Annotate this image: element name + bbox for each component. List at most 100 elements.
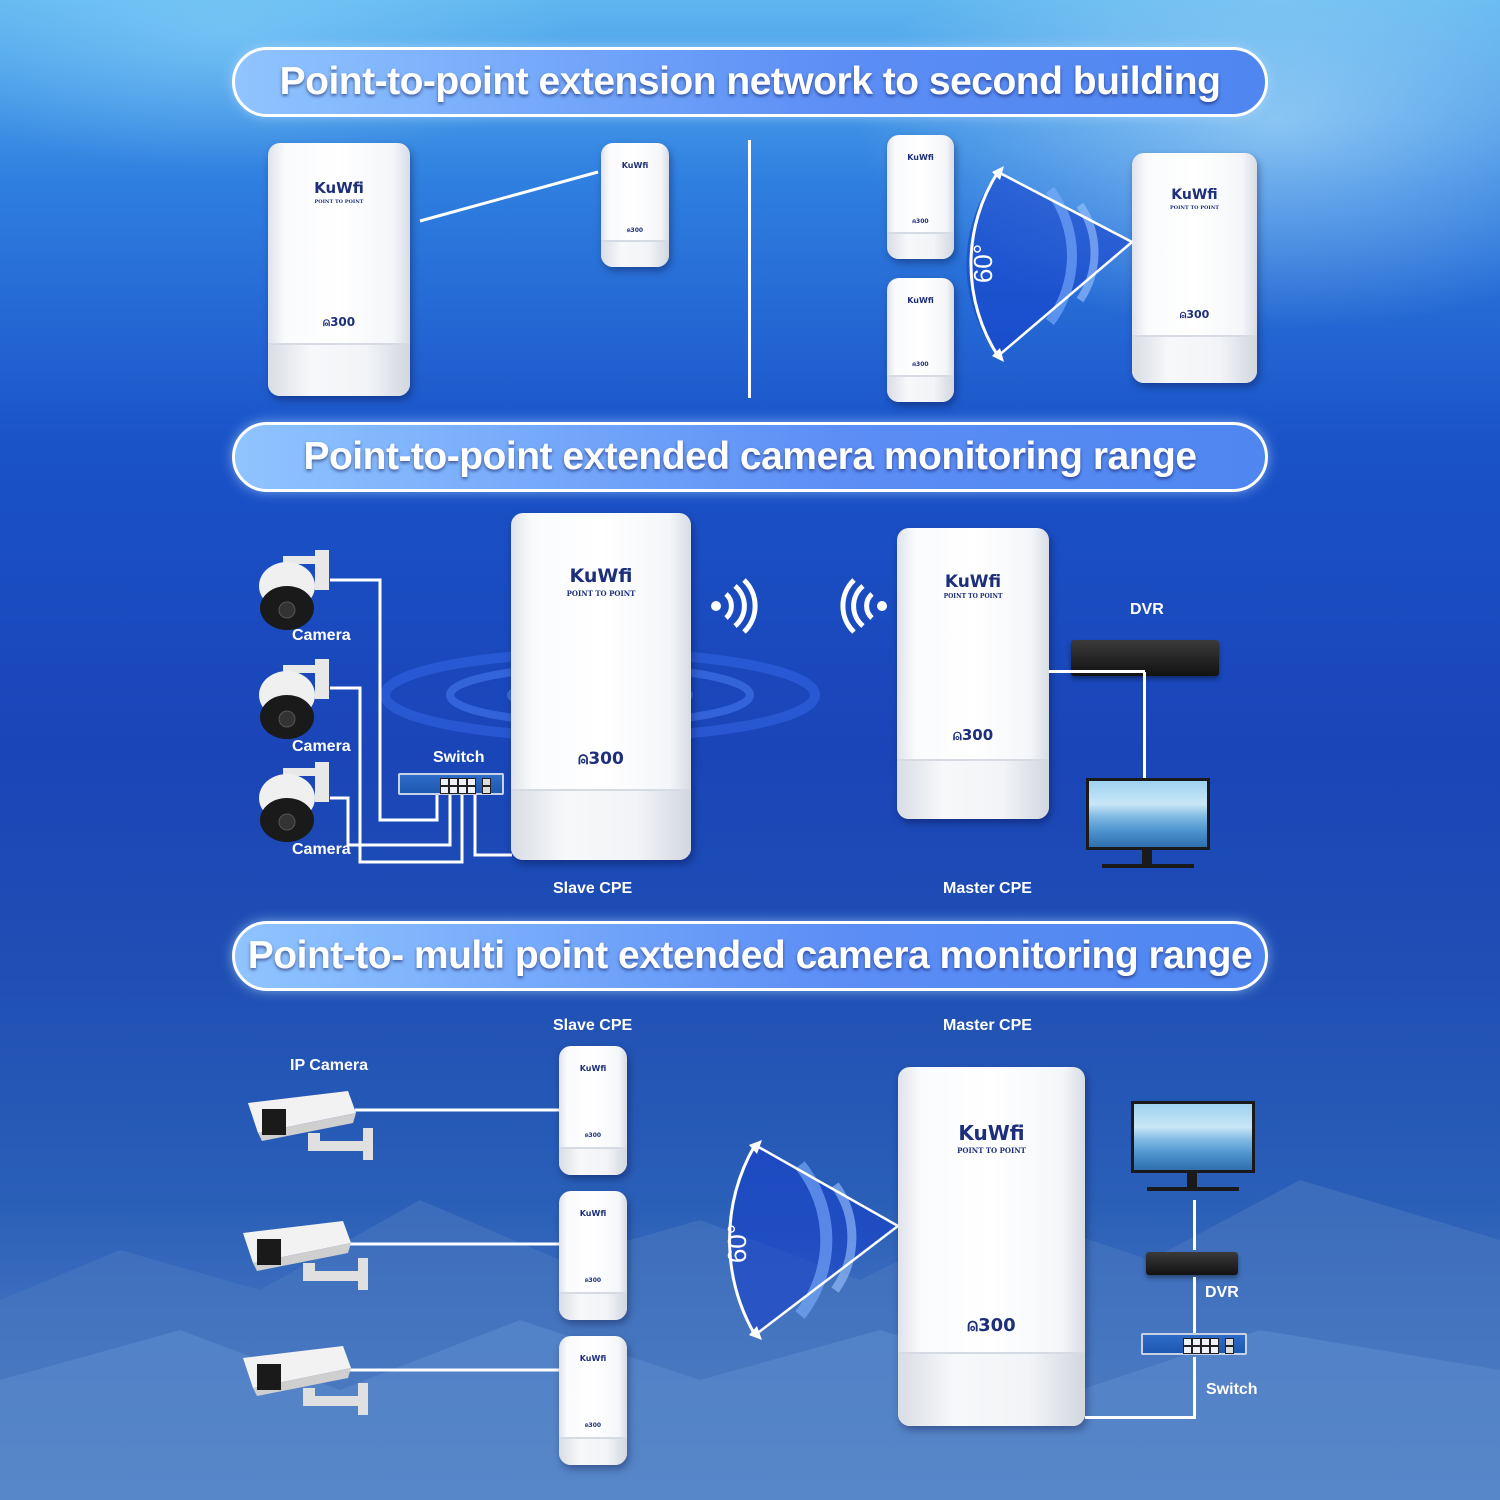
antenna-icon: ⍝ — [322, 315, 331, 329]
cpe-rate: ⍝300 — [1132, 308, 1257, 322]
cpe-rate: ⍝300 — [559, 1277, 627, 1285]
camera-label: Camera — [292, 841, 351, 858]
cpe-base — [887, 375, 954, 402]
cpe-rate-value: 300 — [588, 1277, 602, 1284]
cpe-base — [897, 758, 1049, 819]
cpe-rate-value: 300 — [916, 218, 929, 225]
cpe-rate: ⍝300 — [511, 749, 691, 769]
cpe-brand: KuWfi — [907, 153, 934, 162]
cpe-rate-value: 300 — [330, 315, 356, 329]
poe-switch — [398, 773, 504, 795]
antenna-icon: ⍝ — [912, 218, 917, 225]
wifi-signal-icon — [840, 578, 887, 634]
cpe-rate-value: 300 — [978, 1315, 1016, 1336]
cpe-base — [601, 240, 669, 267]
ptz-camera-icon — [259, 762, 329, 842]
cpe-rate: ⍝300 — [887, 361, 954, 369]
banner-p2mp-camera: Point-to- multi point extended camera mo… — [232, 921, 1268, 991]
camera-label: Camera — [292, 627, 351, 644]
cpe-rate-value: 300 — [588, 1422, 602, 1429]
dvr-label: DVR — [1130, 601, 1164, 618]
banner-p2mp-camera-text: Point-to- multi point extended camera mo… — [247, 934, 1253, 977]
bullet-camera-icon — [243, 1221, 368, 1290]
cpe-brand: KuWfi — [944, 572, 1002, 592]
cpe-building-a: KuWfi POINT TO POINT ⍝300 — [268, 143, 410, 396]
ptz-camera-icon — [259, 550, 329, 630]
cpe-subtitle: POINT TO POINT — [957, 1146, 1026, 1155]
cpe-brand: KuWfi — [958, 1121, 1025, 1145]
cpe-subtitle: POINT TO POINT — [314, 199, 364, 205]
cpe-base — [559, 1437, 627, 1465]
antenna-icon: ⍝ — [584, 1132, 589, 1139]
switch-label: Switch — [1206, 1381, 1258, 1398]
cpe-brand: KuWfi — [569, 565, 633, 587]
slave-cpe-label: Slave CPE — [553, 1017, 633, 1034]
cpe-rate: ⍝300 — [559, 1422, 627, 1430]
cpe-access-point: KuWfi POINT TO POINT ⍝300 — [1132, 153, 1257, 383]
monitor-icon — [1086, 778, 1210, 874]
cpe-base — [1132, 335, 1257, 383]
dvr-device — [1146, 1252, 1238, 1275]
cpe-brand: KuWfi — [579, 1064, 607, 1073]
wire — [1193, 1200, 1196, 1250]
cpe-rate: ⍝300 — [887, 218, 954, 226]
antenna-icon: ⍝ — [584, 1277, 589, 1284]
cpe-building-b: KuWfi ⍝300 — [601, 143, 669, 267]
cpe-subtitle: POINT TO POINT — [943, 593, 1003, 600]
bullet-camera-icon — [248, 1091, 373, 1160]
cpe-base — [559, 1292, 627, 1320]
cpe-rate-value: 300 — [961, 726, 994, 744]
wire — [1193, 1277, 1196, 1333]
banner-p2p-camera: Point-to-point extended camera monitorin… — [232, 422, 1268, 492]
cpe-base — [898, 1352, 1085, 1426]
bullet-camera-icon — [243, 1346, 368, 1415]
wifi-signal-icon — [711, 578, 758, 634]
slave-cpe-3: KuWfi ⍝300 — [559, 1336, 627, 1465]
banner-p2p-building: Point-to-point extension network to seco… — [232, 47, 1268, 117]
banner-p2p-building-text: Point-to-point extension network to seco… — [279, 60, 1221, 103]
camera-label: Camera — [292, 738, 351, 755]
cpe-rate-value: 300 — [916, 361, 929, 368]
antenna-icon: ⍝ — [967, 1315, 979, 1336]
cpe-client-1: KuWfi ⍝300 — [887, 135, 954, 259]
cpe-base — [511, 788, 691, 860]
cpe-client-2: KuWfi ⍝300 — [887, 278, 954, 402]
wire — [1049, 670, 1145, 673]
cpe-rate: ⍝300 — [897, 726, 1049, 744]
slave-cpe-2: KuWfi ⍝300 — [559, 1191, 627, 1320]
wire — [1143, 672, 1146, 780]
cpe-brand: KuWfi — [579, 1354, 607, 1363]
master-cpe-ap: KuWfi POINT TO POINT ⍝300 — [898, 1067, 1085, 1426]
switch-label: Switch — [433, 749, 485, 766]
cpe-brand: KuWfi — [621, 161, 649, 170]
cpe-base — [559, 1147, 627, 1175]
antenna-icon: ⍝ — [578, 749, 589, 769]
master-cpe-label: Master CPE — [943, 880, 1032, 897]
cpe-rate: ⍝300 — [601, 227, 669, 235]
ip-camera-label: IP Camera — [290, 1057, 368, 1074]
cpe-brand: KuWfi — [907, 296, 934, 305]
banner-p2p-camera-text: Point-to-point extended camera monitorin… — [303, 435, 1197, 478]
beam-angle-label: 60° — [722, 1223, 753, 1264]
cpe-brand: KuWfi — [1171, 187, 1218, 203]
cpe-rate-value: 300 — [588, 1132, 602, 1139]
cpe-base — [268, 343, 410, 396]
cpe-rate: ⍝300 — [559, 1132, 627, 1140]
cpe-base — [887, 232, 954, 259]
cpe-rate-value: 300 — [588, 749, 624, 769]
cpe-subtitle: POINT TO POINT — [1169, 205, 1220, 211]
monitor-icon — [1131, 1101, 1255, 1197]
antenna-icon: ⍝ — [1179, 308, 1187, 321]
ptz-camera-icon — [259, 659, 329, 739]
antenna-icon: ⍝ — [584, 1422, 589, 1429]
cpe-subtitle: POINT TO POINT — [566, 589, 636, 598]
cpe-rate-value: 300 — [630, 227, 644, 234]
slave-cpe-label: Slave CPE — [553, 880, 633, 897]
master-cpe: KuWfi POINT TO POINT ⍝300 — [897, 528, 1049, 819]
cpe-rate-value: 300 — [1186, 308, 1210, 321]
antenna-icon: ⍝ — [912, 361, 917, 368]
